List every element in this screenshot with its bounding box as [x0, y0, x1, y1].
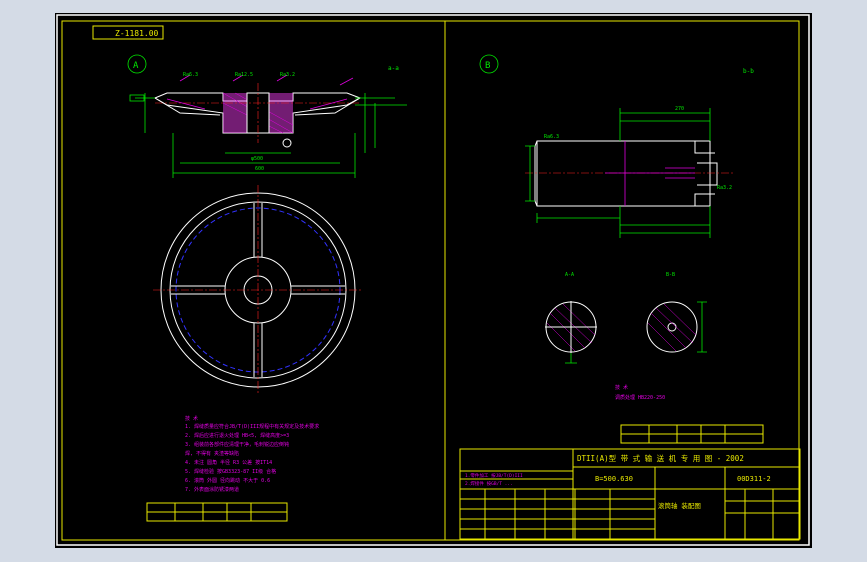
pulley-section	[153, 83, 362, 148]
pulley-dimensions: Ra6.3 Ra12.5 Ra3.2 600 φ500	[129, 72, 407, 178]
svg-text:Ra12.5: Ra12.5	[235, 72, 253, 78]
svg-text:A-A: A-A	[565, 272, 574, 278]
tech-note-6: 5. 焊缝检验 按GB3323-87 II级 合格	[185, 468, 276, 475]
svg-text:Ra6.3: Ra6.3	[544, 134, 559, 140]
tech-note-5: 4. 未注 圆角 半径 R3 公差 按IT14	[185, 459, 272, 466]
svg-text:Ra6.3: Ra6.3	[183, 72, 198, 78]
shaft-section-b: B-B	[646, 272, 707, 353]
shaft-view: Ra6.3 270 Ra3.2	[525, 106, 735, 238]
parts-table-right	[620, 424, 764, 444]
spec-value: B=500.630	[595, 475, 633, 483]
svg-text:1.零件加工 按JB/T(D)III: 1.零件加工 按JB/T(D)III	[465, 472, 523, 479]
pulley-end-view	[153, 185, 363, 395]
svg-text:B-B: B-B	[666, 272, 675, 278]
title-block: DTII(A)型 带 式 输 送 机 专 用 图 - 2002 B=500.63…	[459, 448, 801, 540]
tech-notes: 技 术 1. 焊缝质量应符合JB/T(D)III规程中有关规定及技术要求 2. …	[185, 415, 319, 493]
svg-text:Ra3.2: Ra3.2	[280, 72, 295, 78]
drawing-sheet: Z-1181.00 A a-a	[56, 14, 810, 546]
parts-table-left	[146, 502, 288, 522]
svg-text:φ500: φ500	[251, 156, 263, 162]
view-a: A a-a	[127, 54, 407, 522]
shaft-section-a: A-A	[545, 272, 597, 364]
section-marker-right: b-b	[743, 68, 754, 75]
shaft-note: 技 术	[615, 384, 628, 391]
view-a-label: A	[133, 61, 139, 71]
drawing-code: Z-1181.00	[115, 29, 159, 38]
tech-note-3: 3. 组装前各部件应清理干净，毛刺锐边应倒钝	[185, 441, 289, 448]
part-name: 滚筒轴 装配图	[658, 501, 701, 510]
drawing-code-box	[92, 25, 164, 40]
tech-note-2: 2. 焊后应进行退火处理 HB<5, 焊缝高度>=3	[185, 432, 289, 439]
svg-text:Ra3.2: Ra3.2	[717, 185, 732, 191]
tech-note-7: 6. 滚筒 外圆 径向跳动 不大于 0.6	[185, 477, 270, 484]
svg-text:270: 270	[675, 106, 684, 112]
drawing-number: 00D311-2	[737, 475, 771, 483]
tech-note-4: 焊, 不得有 夹渣等缺陷	[185, 450, 239, 457]
sheet-inner-frame	[61, 20, 800, 541]
view-a-marker	[127, 54, 147, 74]
tech-note-8: 7. 外表面涂防锈漆两道	[185, 486, 239, 493]
drawing-canvas[interactable]: Z-1181.00 A a-a	[55, 13, 812, 548]
project-title: DTII(A)型 带 式 输 送 机 专 用 图 - 2002	[577, 453, 744, 463]
sheet-outer-frame	[56, 14, 810, 546]
view-b-label: B	[485, 61, 490, 71]
svg-text:2.焊接件 按GB/T ...: 2.焊接件 按GB/T ...	[465, 480, 513, 487]
tech-note-1: 1. 焊缝质量应符合JB/T(D)III规程中有关规定及技术要求	[185, 423, 319, 430]
svg-text:调质处理 HB220-250: 调质处理 HB220-250	[615, 394, 665, 401]
svg-text:600: 600	[255, 166, 264, 172]
section-marker-left: a-a	[388, 65, 399, 72]
notes-title: 技 术	[185, 415, 198, 422]
view-b-marker	[479, 54, 499, 74]
view-b: B b-b Ra6.3 270 Ra3.2 A-A	[459, 54, 801, 540]
